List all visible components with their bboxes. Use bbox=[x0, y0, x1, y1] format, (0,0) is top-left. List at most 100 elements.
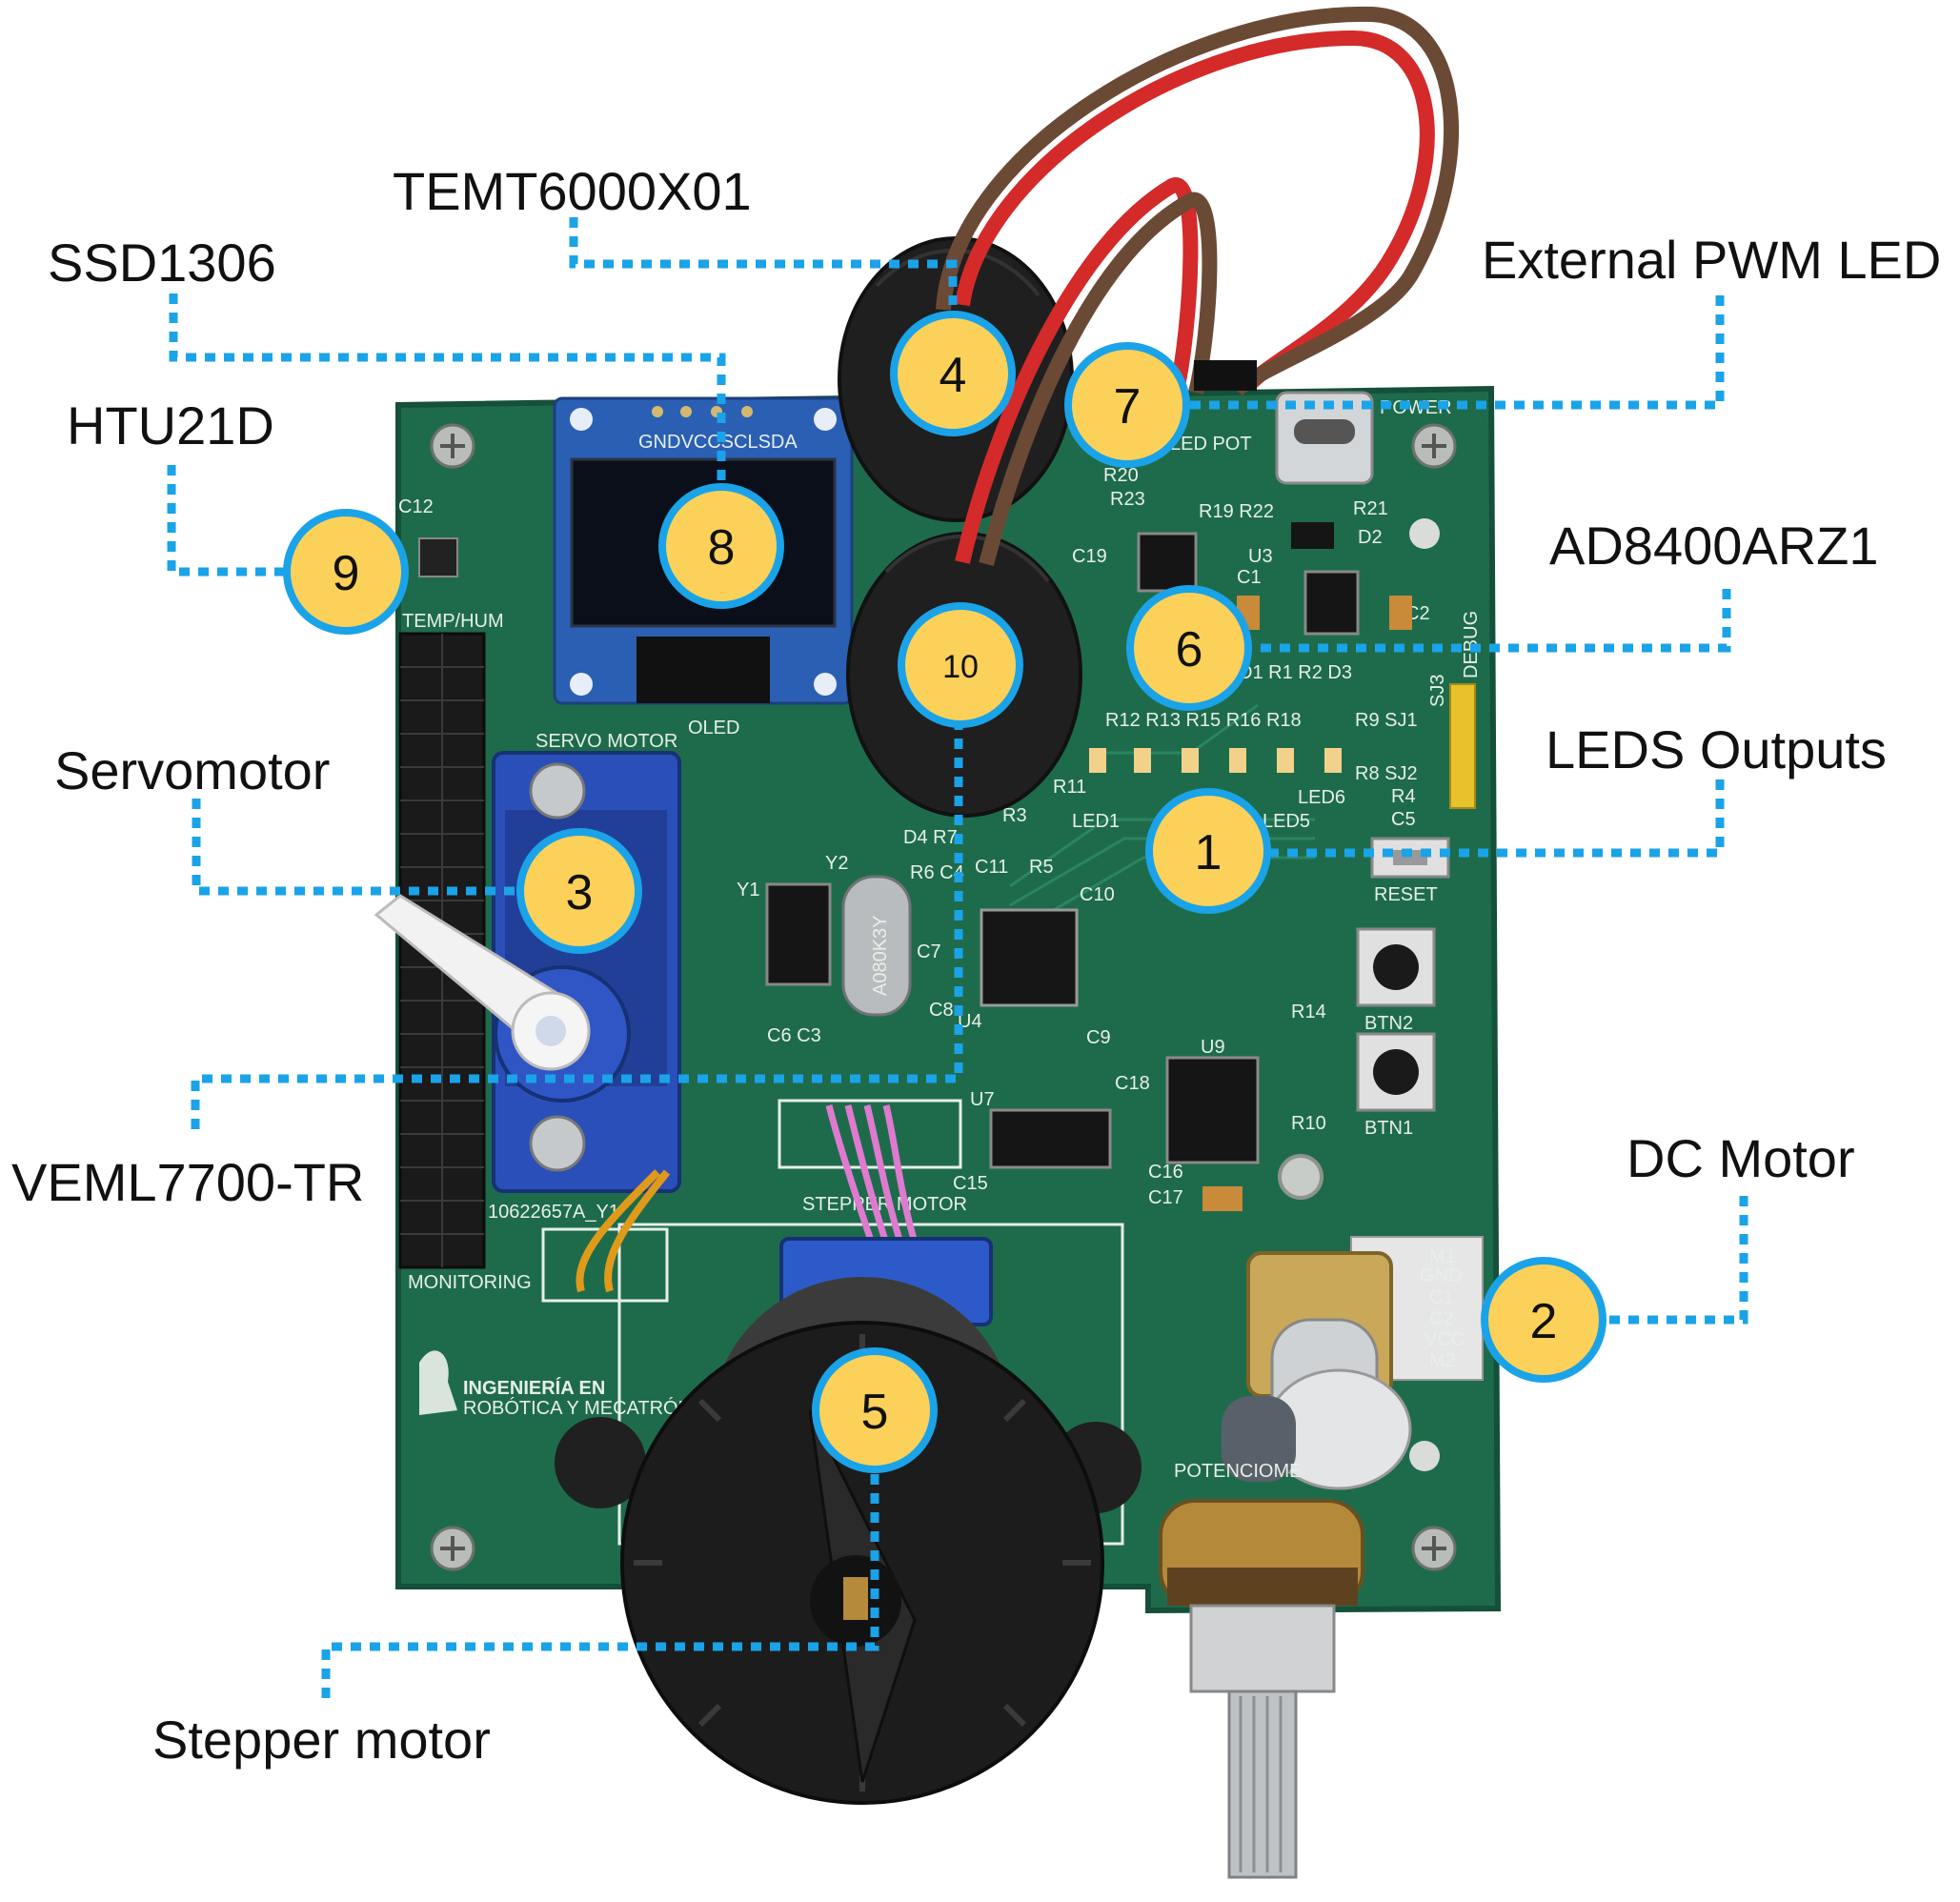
button-reset[interactable] bbox=[1370, 837, 1450, 879]
badge-1: 1 bbox=[1145, 788, 1271, 914]
screw-bottom-left bbox=[430, 1526, 475, 1571]
debug-header bbox=[1449, 683, 1476, 809]
leader-veml7700 bbox=[191, 724, 963, 1129]
badge-3-number: 3 bbox=[566, 865, 594, 921]
silk-r3: R3 bbox=[1002, 805, 1027, 826]
mcu-chip-u4 bbox=[980, 908, 1079, 1007]
badge-4-number: 4 bbox=[940, 348, 967, 403]
silk-dc-m2: M2 bbox=[1429, 1350, 1456, 1371]
badge-10-number: 10 bbox=[942, 649, 979, 685]
mount-hole-center bbox=[1278, 1154, 1324, 1200]
badge-8: 8 bbox=[658, 483, 784, 609]
silk-c8: C8 bbox=[929, 1000, 954, 1021]
silk-oled: OLED bbox=[688, 718, 739, 739]
label-veml7700-tr: VEML7700-TR bbox=[11, 1152, 364, 1212]
silk-r23: R23 bbox=[1110, 489, 1145, 510]
silk-c11: C11 bbox=[975, 857, 1008, 878]
potentiometer[interactable] bbox=[1159, 1499, 1364, 1879]
chip-ad8400 bbox=[1137, 532, 1198, 593]
badge-10: 10 bbox=[898, 602, 1023, 728]
badge-7: 7 bbox=[1064, 342, 1190, 468]
crystal-y1 bbox=[765, 882, 832, 986]
silk-y1: Y1 bbox=[737, 880, 759, 900]
silk-u9: U9 bbox=[1201, 1037, 1225, 1058]
silk-r19r22: R19 R22 bbox=[1199, 501, 1274, 522]
usb-c-socket bbox=[1294, 419, 1355, 444]
silk-c15: C15 bbox=[953, 1173, 988, 1194]
silk-c16: C16 bbox=[1148, 1162, 1183, 1183]
button-btn2[interactable] bbox=[1356, 927, 1436, 1007]
silk-c12: C12 bbox=[398, 496, 434, 517]
led-2 bbox=[1134, 748, 1151, 773]
silk-reset: RESET bbox=[1374, 884, 1438, 905]
silk-u4: U4 bbox=[958, 1011, 982, 1032]
pcb-traces bbox=[1009, 703, 1315, 926]
silk-led-pot: LED POT bbox=[1170, 434, 1252, 455]
leader-htu21d bbox=[167, 465, 286, 577]
leader-ad8400 bbox=[1248, 589, 1731, 653]
silk-servo-motor: SERVO MOTOR bbox=[535, 731, 677, 752]
label-temt6000x01: TEMT6000X01 bbox=[393, 161, 752, 221]
silk-d4r7: D4 R7 bbox=[903, 827, 958, 848]
leader-temt6000 bbox=[569, 217, 958, 305]
cap-c2 bbox=[1389, 596, 1412, 630]
label-dc-motor: DC Motor bbox=[1627, 1128, 1855, 1188]
chip-d2 bbox=[1291, 522, 1334, 549]
screw-top-right bbox=[1411, 423, 1457, 469]
badge-4: 4 bbox=[890, 311, 1016, 436]
mount-hole-lower-right bbox=[1409, 1441, 1440, 1471]
badge-2: 2 bbox=[1481, 1257, 1606, 1383]
silk-r4: R4 bbox=[1391, 786, 1416, 807]
silk-r1r2d3: D1 R1 R2 D3 bbox=[1239, 662, 1352, 683]
badge-1-number: 1 bbox=[1195, 825, 1222, 880]
label-ad8400arz1: AD8400ARZ1 bbox=[1549, 516, 1879, 576]
silk-btn2: BTN2 bbox=[1364, 1013, 1413, 1034]
led-6 bbox=[1324, 748, 1342, 773]
silk-c18: C18 bbox=[1115, 1073, 1150, 1094]
silk-crystal: A080K3Y bbox=[870, 915, 891, 996]
leader-stepper bbox=[321, 1472, 879, 1698]
dc-motor bbox=[1222, 1236, 1484, 1490]
silk-sj3: SJ3 bbox=[1427, 675, 1448, 707]
button-btn1[interactable] bbox=[1356, 1032, 1436, 1112]
silk-board-id: 10622657A_Y1 bbox=[488, 1202, 619, 1223]
silk-r10: R10 bbox=[1291, 1113, 1326, 1134]
callout-labels: TEMT6000X01 SSD1306 HTU21D Servomotor VE… bbox=[11, 161, 1941, 1770]
wire-brown-outer bbox=[936, 6, 1459, 396]
silk-btn1: BTN1 bbox=[1364, 1118, 1413, 1139]
leader-leds-outputs bbox=[1267, 779, 1725, 858]
leader-lines bbox=[167, 217, 1748, 1698]
label-htu21d: HTU21D bbox=[67, 395, 274, 455]
wire-red-outer bbox=[955, 30, 1435, 392]
silk-r21: R21 bbox=[1353, 498, 1388, 519]
label-stepper-motor: Stepper motor bbox=[152, 1710, 491, 1770]
wire-red-inner bbox=[955, 177, 1199, 564]
silk-c10: C10 bbox=[1080, 884, 1115, 905]
leader-servomotor bbox=[192, 799, 524, 896]
silk-r8sj2: R8 SJ2 bbox=[1355, 763, 1418, 784]
pcb-board: MONITORING TEMP/HUM C12 GNDVCCSCLSDA OLE… bbox=[374, 6, 1502, 1879]
cap-c17 bbox=[1202, 1186, 1243, 1211]
led-1 bbox=[1089, 748, 1106, 773]
silk-dc-gnd: GND bbox=[1420, 1265, 1462, 1286]
label-servomotor: Servomotor bbox=[54, 740, 330, 800]
silk-r5: R5 bbox=[1029, 857, 1054, 878]
htu21d-chip bbox=[418, 537, 458, 577]
pwm-led-connector bbox=[1194, 360, 1257, 391]
silk-led5: LED5 bbox=[1263, 811, 1310, 832]
chip-u7 bbox=[989, 1108, 1112, 1169]
label-external-pwm-led: External PWM LED bbox=[1482, 230, 1941, 290]
silk-r6c4: R6 C4 bbox=[910, 862, 964, 883]
silk-dc-vcc: VCC bbox=[1425, 1329, 1465, 1350]
silk-r9sj1: R9 SJ1 bbox=[1355, 710, 1418, 731]
label-ssd1306: SSD1306 bbox=[48, 233, 276, 293]
badge-3: 3 bbox=[516, 828, 642, 954]
silk-y2: Y2 bbox=[825, 853, 848, 874]
badge-2-number: 2 bbox=[1530, 1294, 1558, 1349]
servo-wires bbox=[576, 1169, 671, 1293]
badge-9: 9 bbox=[283, 509, 409, 635]
badge-6-number: 6 bbox=[1176, 622, 1203, 678]
silk-power: POWER bbox=[1380, 397, 1452, 418]
silk-potenciometro: POTENCIOME bbox=[1174, 1461, 1302, 1482]
